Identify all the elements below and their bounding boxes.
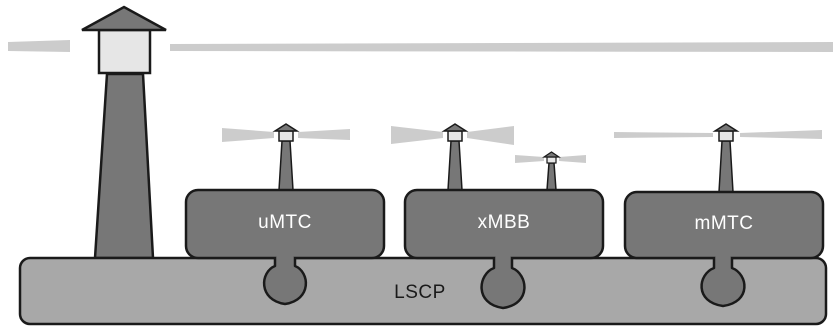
xmbb-lighthouse-tower xyxy=(447,140,463,191)
main-lighthouse-roof xyxy=(81,5,167,32)
xmbb-connector xyxy=(480,253,526,310)
umtc-beam-left xyxy=(222,128,274,142)
xmbb-lighthouse xyxy=(441,123,469,191)
main-lighthouse xyxy=(81,5,167,260)
umtc-lighthouse xyxy=(272,123,300,191)
xmbb-lighthouse-lantern xyxy=(447,130,463,142)
mmtc-lighthouse-roof xyxy=(712,123,740,132)
main-beam-right xyxy=(170,42,833,52)
mmtc-beam-left xyxy=(614,132,713,138)
lscp-platform-label: LSCP xyxy=(394,282,446,303)
umtc-slice-label: uMTC xyxy=(258,212,312,233)
umtc-connector xyxy=(262,253,308,306)
mmtc-lighthouse-tower xyxy=(718,140,734,193)
mmtc-lighthouse-lantern xyxy=(718,130,734,142)
main-lighthouse-tower xyxy=(93,72,155,260)
umtc-beam-right xyxy=(298,129,350,140)
umtc-lighthouse-lantern xyxy=(278,130,294,142)
xmbb2-beam-left xyxy=(515,155,544,163)
xmbb-small-lighthouse-roof xyxy=(542,151,561,158)
xmbb-small-lighthouse-tower xyxy=(546,162,557,191)
mmtc-slice-label: mMTC xyxy=(694,213,754,234)
umtc-lighthouse-tower xyxy=(278,140,294,191)
xmbb-slice-label: xMBB xyxy=(477,212,531,233)
xmbb-lighthouse-roof xyxy=(441,123,469,132)
umtc-lighthouse-roof xyxy=(272,123,300,132)
xmbb-beam-left xyxy=(391,126,443,144)
slice-lighthouse-beams xyxy=(222,126,822,163)
main-lighthouse-beams xyxy=(8,40,833,52)
xmbb-small-lighthouse xyxy=(542,151,561,191)
xmbb2-beam-right xyxy=(559,155,586,163)
xmbb-small-lighthouse-lantern xyxy=(546,156,557,164)
xmbb-beam-right xyxy=(467,126,514,145)
mmtc-lighthouse xyxy=(712,123,740,193)
mmtc-beam-right xyxy=(740,130,822,139)
main-beam-left xyxy=(8,40,70,52)
main-lighthouse-lantern xyxy=(97,28,152,75)
mmtc-connector xyxy=(700,253,746,308)
